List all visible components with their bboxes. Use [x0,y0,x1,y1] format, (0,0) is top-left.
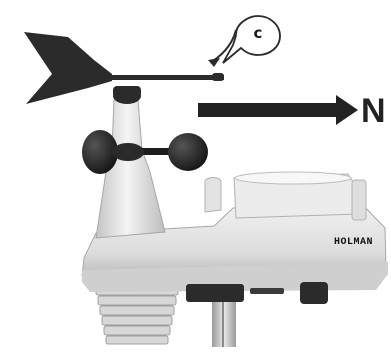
north-arrow-shaft [198,103,338,117]
north-label: N [361,92,386,130]
north-arrow: N [198,92,386,130]
north-arrow-head [336,95,358,125]
callout-label: c [254,24,263,42]
callout-bubble: c [208,16,280,67]
radiation-shield [96,286,178,344]
brand-label: HOLMAN [334,237,373,248]
